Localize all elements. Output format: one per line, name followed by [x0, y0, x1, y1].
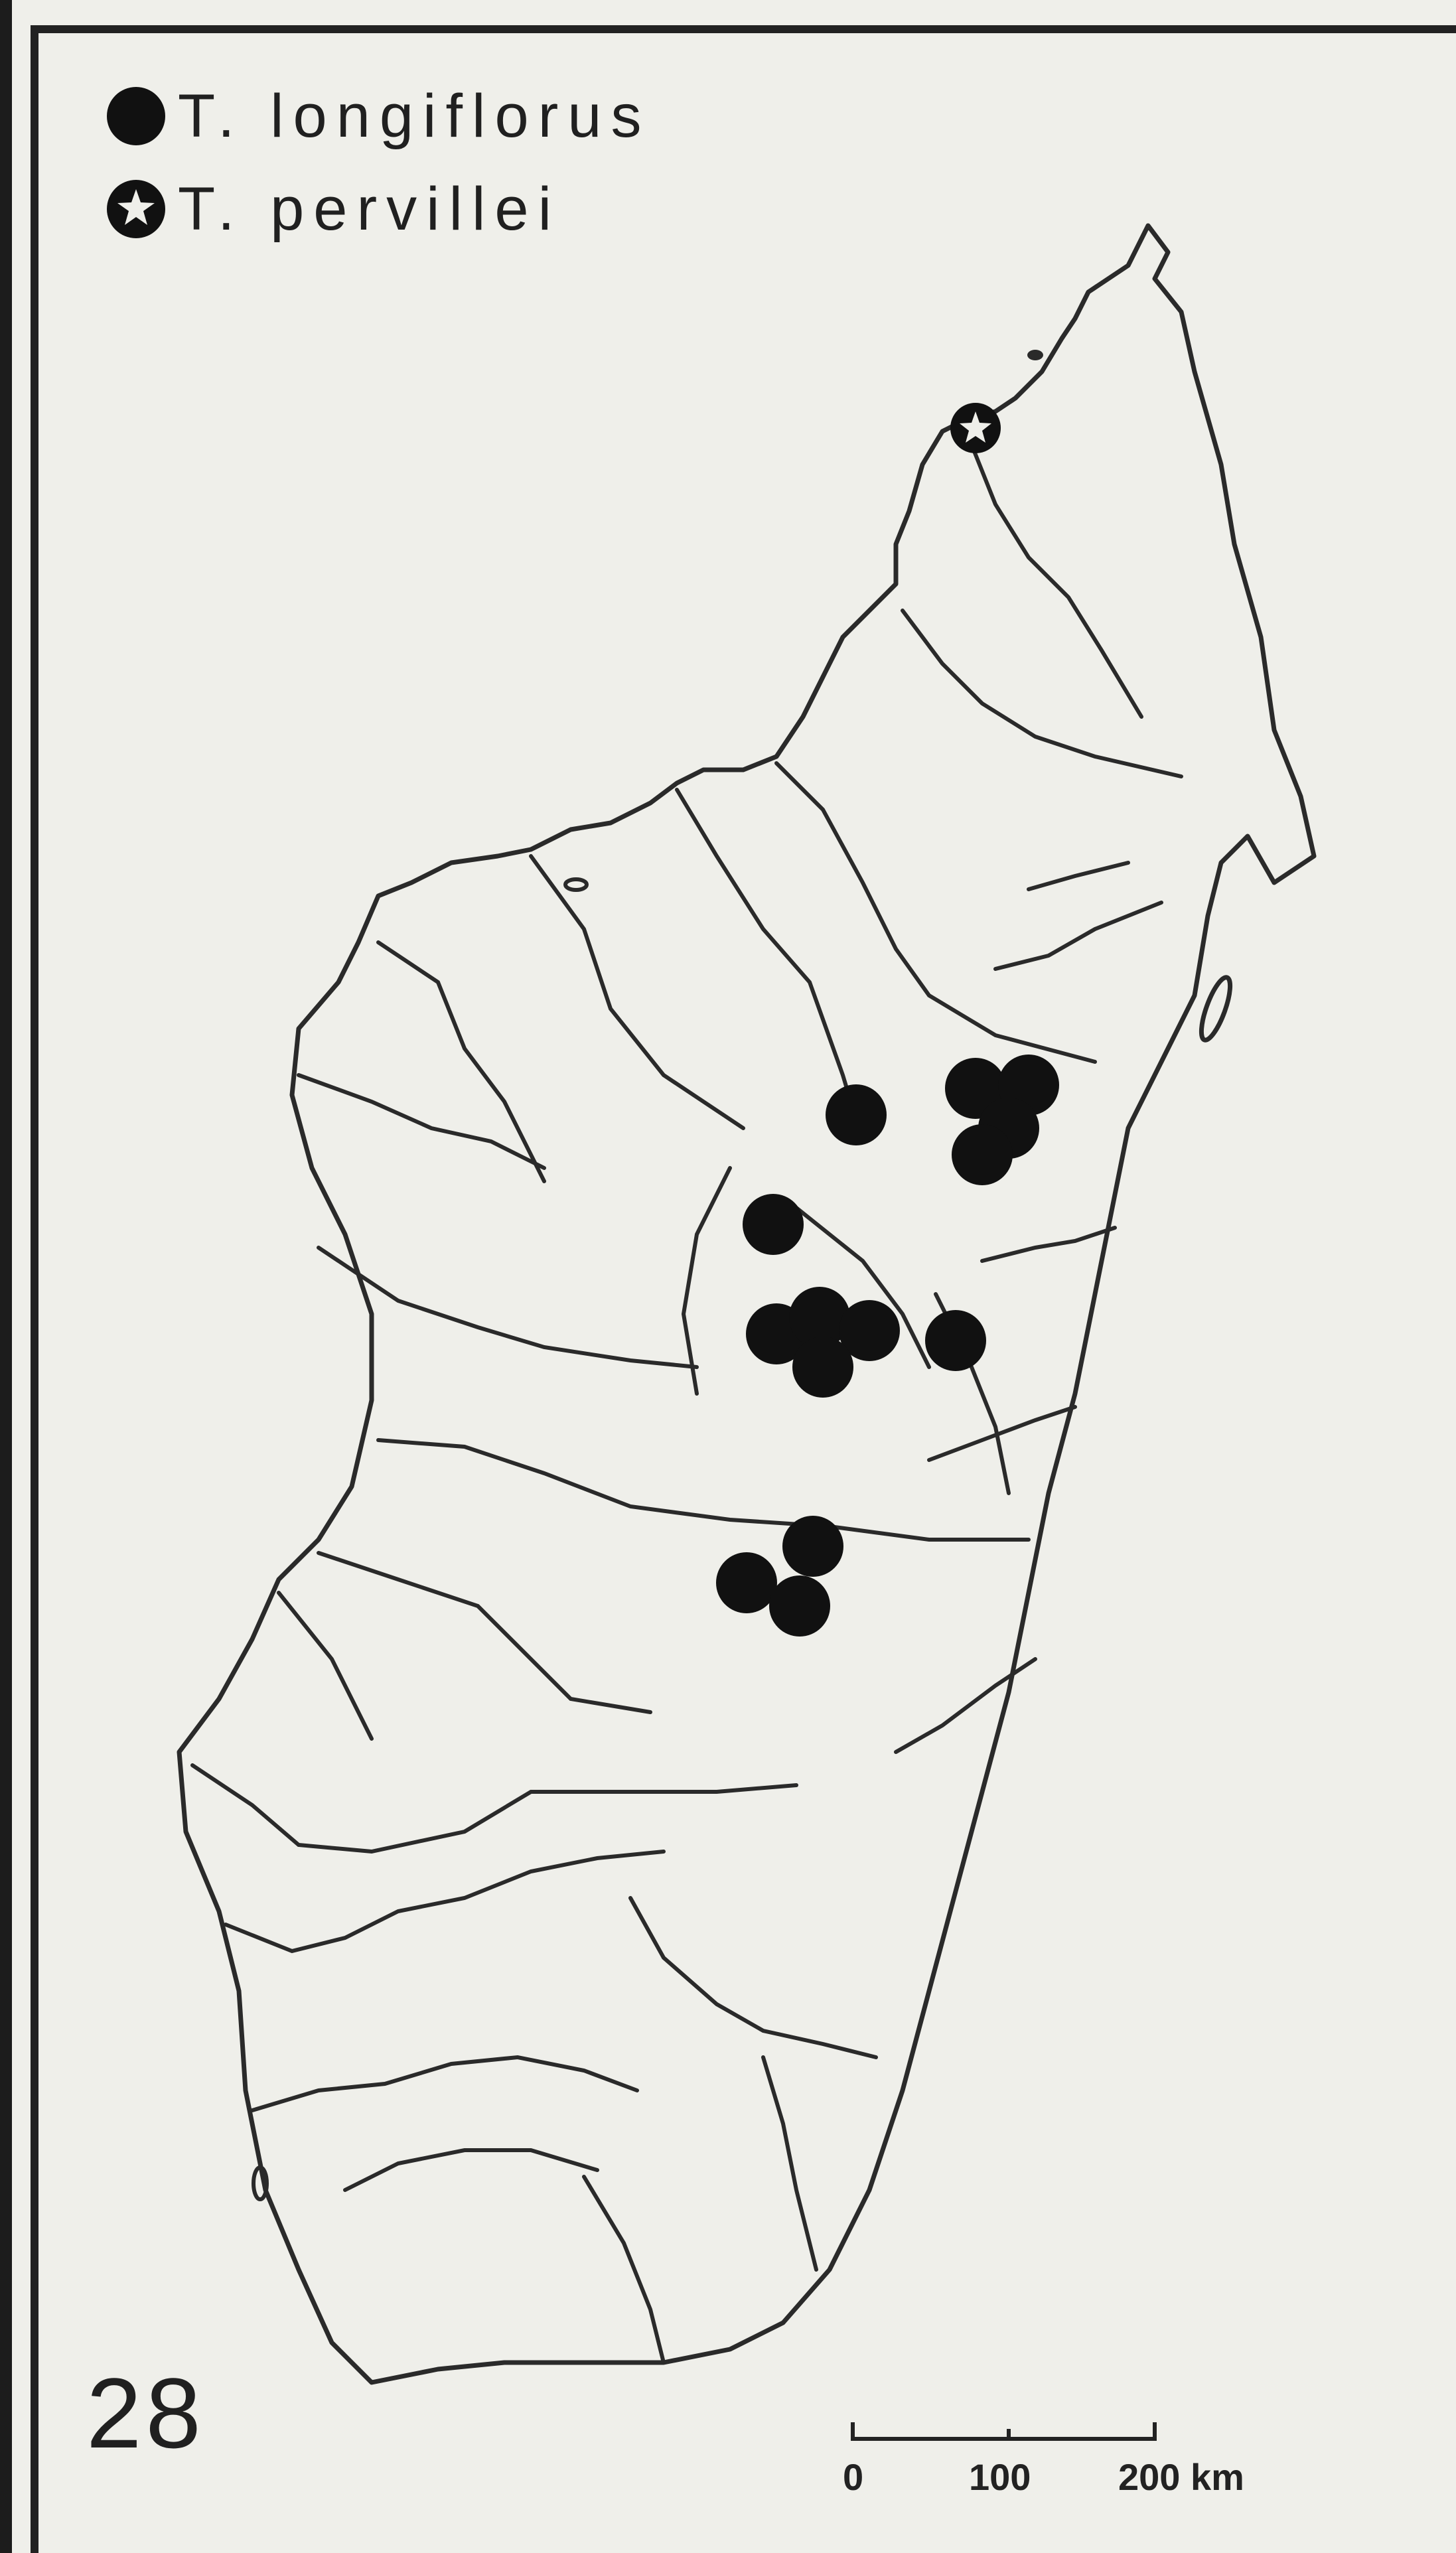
river	[675, 788, 865, 1143]
small-island	[252, 2165, 269, 2201]
longiflorus-point	[792, 1337, 853, 1398]
longiflorus-point	[789, 1287, 850, 1348]
river	[761, 2055, 818, 2272]
scale-tick-label: 0	[843, 2456, 864, 2498]
river	[794, 1206, 931, 1369]
longiflorus-point	[826, 1084, 887, 1145]
page-edge	[0, 0, 12, 2553]
river	[774, 761, 1097, 1064]
filled-circle-icon	[107, 87, 165, 145]
river	[681, 1166, 732, 1396]
scale-bar-line	[851, 2422, 1157, 2441]
map-frame	[31, 25, 1456, 2553]
pervillei-marker	[950, 403, 1001, 453]
longiflorus-point	[782, 1516, 843, 1577]
plate-number: 28	[86, 2357, 205, 2469]
circle-with-star-icon	[107, 180, 165, 238]
legend-label: T. longiflorus	[178, 82, 651, 150]
river	[894, 1657, 1037, 1754]
river	[927, 1405, 1077, 1462]
river	[993, 901, 1163, 971]
river	[582, 2175, 666, 2365]
scale-bar: 0 100 200 km	[843, 2402, 1374, 2542]
river	[277, 1591, 374, 1741]
small-island	[1199, 975, 1233, 1043]
river	[1027, 861, 1130, 891]
river	[980, 1226, 1117, 1263]
river	[224, 1850, 666, 1954]
scale-labels: 0 100 200 km	[843, 2455, 1374, 2509]
legend-item-longiflorus: T. longiflorus	[100, 70, 1095, 163]
legend-label: T. pervillei	[178, 175, 561, 243]
legend-item-pervillei: T. pervillei	[100, 163, 1095, 255]
scale-tick-label: 100	[969, 2456, 1031, 2498]
river	[250, 2055, 639, 2112]
longiflorus-markers	[716, 1055, 1059, 1637]
longiflorus-point	[925, 1310, 986, 1371]
river	[317, 1246, 699, 1369]
longiflorus-point	[716, 1552, 777, 1613]
river	[901, 609, 1183, 778]
small-island	[563, 877, 589, 892]
longiflorus-point	[839, 1300, 900, 1361]
river-network	[190, 436, 1183, 2365]
island-outline	[177, 223, 1317, 2385]
longiflorus-point	[769, 1575, 830, 1637]
river	[967, 436, 1143, 719]
river	[376, 940, 546, 1183]
river	[343, 2148, 599, 2192]
river	[628, 1896, 878, 2059]
map-legend: T. longiflorus T. pervillei	[100, 70, 1095, 255]
scale-tick-label: 200 km	[1118, 2456, 1244, 2498]
river	[376, 1438, 1031, 1542]
river	[297, 1073, 546, 1170]
longiflorus-point	[952, 1124, 1013, 1185]
river	[529, 854, 745, 1130]
small-island	[1027, 350, 1043, 360]
river	[317, 1551, 652, 1714]
river	[190, 1763, 798, 1854]
longiflorus-point	[743, 1194, 804, 1255]
